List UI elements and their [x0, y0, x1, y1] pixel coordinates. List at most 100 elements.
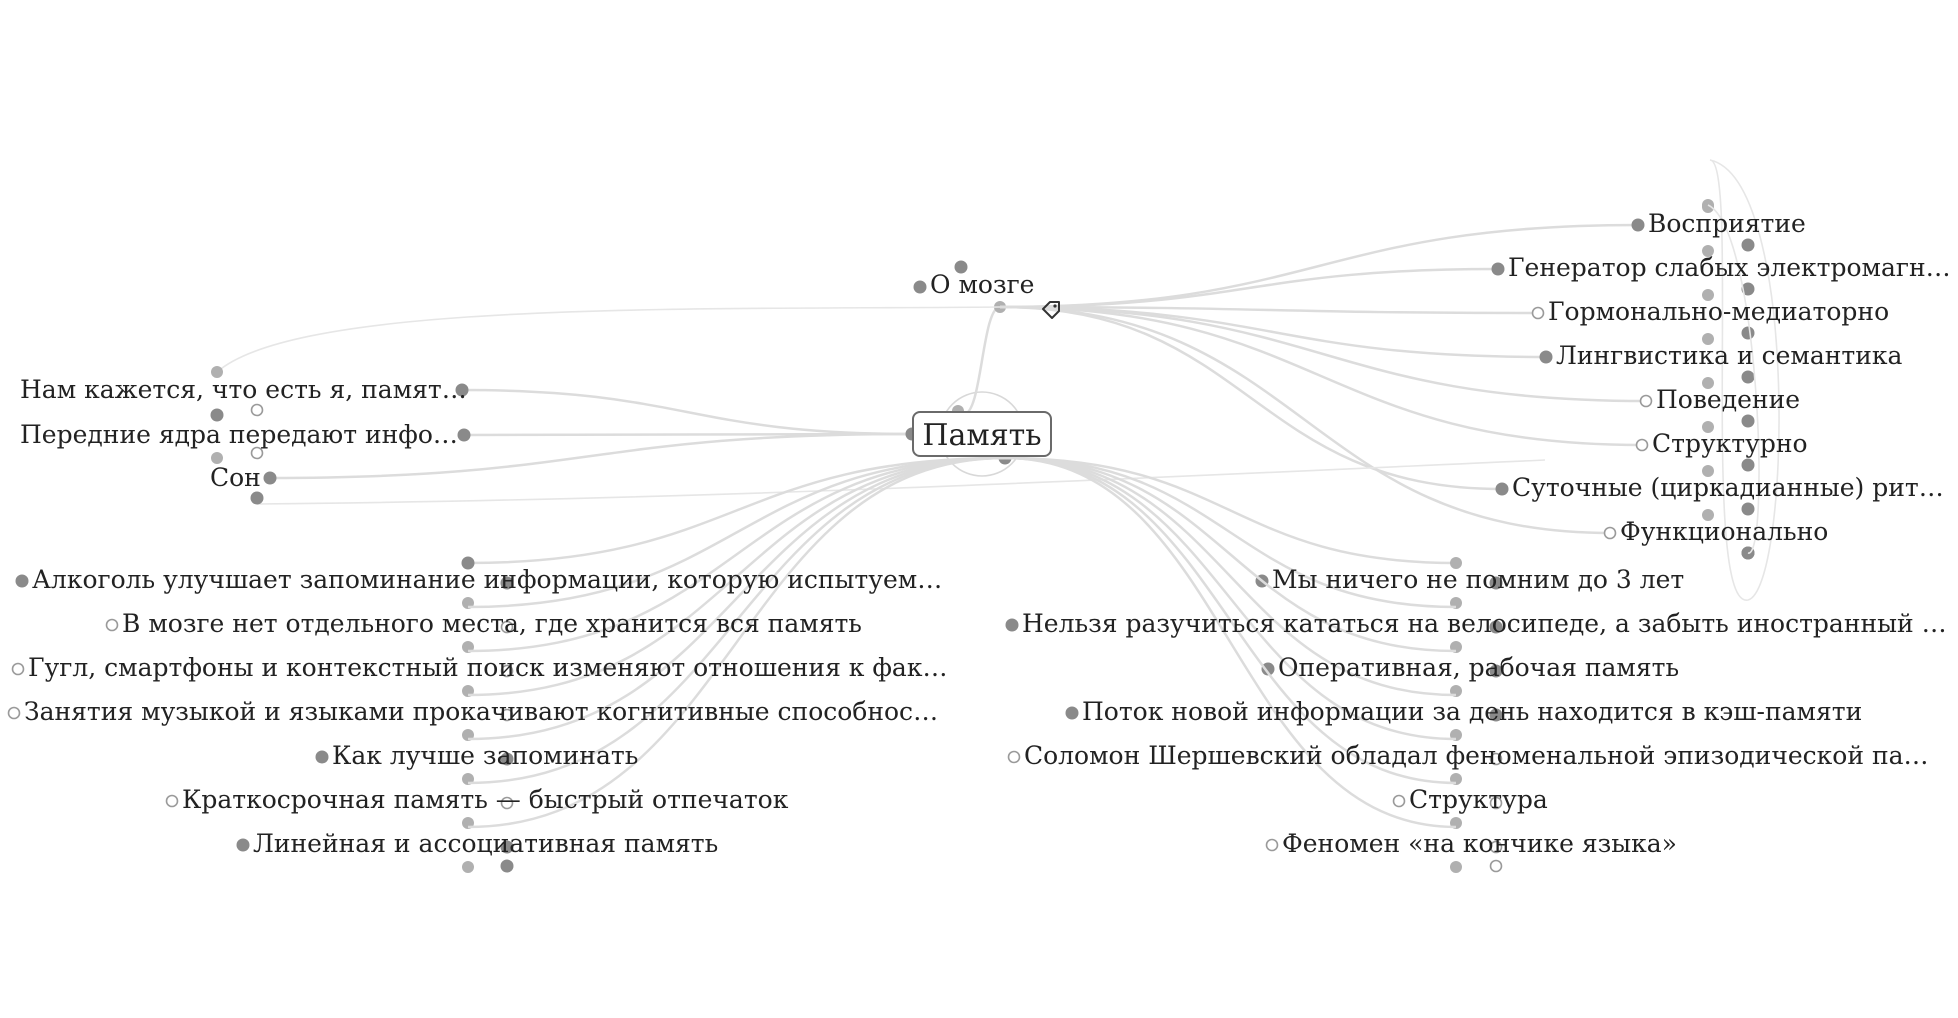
- br-dot-b-4: [1489, 752, 1503, 766]
- bl-marker-6: [236, 838, 250, 852]
- bl-marker-3: [7, 706, 21, 720]
- right-marker-7: [1603, 526, 1617, 540]
- edge-root-to-br-2: [1004, 456, 1457, 653]
- edge-root-to-br-1: [1004, 456, 1457, 609]
- bl-node-1[interactable]: В мозге нет отдельного места, где хранит…: [122, 609, 862, 638]
- edge-o-mozge-to-right-2: [999, 305, 1539, 315]
- right-marker-4: [1639, 394, 1653, 408]
- right-side-dot-4: [1741, 414, 1755, 428]
- right-marker-5: [1635, 438, 1649, 452]
- right-top-dot-7: [1702, 509, 1714, 521]
- br-marker-6: [1265, 838, 1279, 852]
- right-node-2[interactable]: Гормонально-медиаторно: [1548, 297, 1890, 326]
- edge-o-mozge-to-left: [216, 306, 1001, 373]
- o-mozge-top-dot: [954, 260, 968, 274]
- br-node-5[interactable]: Структура: [1409, 785, 1548, 814]
- bl-last-dot: [500, 859, 514, 873]
- right-node-3[interactable]: Лингвистика и семантика: [1556, 341, 1903, 370]
- br-marker-2: [1261, 662, 1275, 676]
- left-marker-0: [455, 383, 469, 397]
- bl-dot-b-4: [500, 752, 514, 766]
- left-ring-2: [250, 446, 264, 460]
- br-node-6[interactable]: Феномен «на кончике языка»: [1282, 829, 1677, 858]
- br-dot-b-1: [1489, 620, 1503, 634]
- left-dot-4: [250, 491, 264, 505]
- br-marker-4: [1007, 750, 1021, 764]
- right-side-dot-5: [1741, 458, 1755, 472]
- br-dot-b-0: [1489, 576, 1503, 590]
- right-side-dot-3: [1741, 370, 1755, 384]
- bl-node-6[interactable]: Линейная и ассоциативная память: [253, 829, 719, 858]
- bl-marker-4: [315, 750, 329, 764]
- right-side-dot-6: [1741, 502, 1755, 516]
- right-node-4[interactable]: Поведение: [1656, 385, 1801, 414]
- bl-marker-0: [15, 574, 29, 588]
- right-top-dot-2: [1702, 289, 1714, 301]
- bl-node-3[interactable]: Занятия музыкой и языками прокачивают ко…: [24, 697, 939, 726]
- br-node-2[interactable]: Оперативная, рабочая память: [1278, 653, 1680, 682]
- br-marker-1: [1005, 618, 1019, 632]
- right-top-dot-3: [1702, 333, 1714, 345]
- right-marker-6: [1495, 482, 1509, 496]
- edge-root-to-bl-2: [467, 456, 1006, 653]
- right-node-1[interactable]: Генератор слабых электромагн…: [1508, 253, 1951, 282]
- bl-node-2[interactable]: Гугл, смартфоны и контекстный поиск изме…: [28, 653, 948, 682]
- right-marker-0: [1631, 218, 1645, 232]
- bl-node-4[interactable]: Как лучше запоминать: [332, 741, 639, 770]
- br-dot-b-2: [1489, 664, 1503, 678]
- right-node-0[interactable]: Восприятие: [1648, 209, 1806, 238]
- edge-right-to-left-long: [256, 459, 1546, 505]
- br-dot-b-5: [1489, 796, 1503, 810]
- br-node-0[interactable]: Мы ничего не помним до 3 лет: [1272, 565, 1685, 594]
- edge-o-mozge-to-right-5: [999, 305, 1643, 447]
- br-node-4[interactable]: Соломон Шершевский обладал феноменальной…: [1024, 741, 1929, 770]
- bl-node-5[interactable]: Краткосрочная память — быстрый отпечаток: [182, 785, 789, 814]
- left-marker-2: [263, 471, 277, 485]
- edge-root-to-bl-5: [467, 456, 1006, 785]
- edge-o-mozge-to-right-1: [999, 267, 1499, 309]
- right-node-6[interactable]: Суточные (циркадианные) рит…: [1512, 473, 1944, 502]
- left-node-0[interactable]: Нам кажется, что есть я, памят…: [20, 375, 467, 404]
- right-top-dot-1: [1702, 245, 1714, 257]
- edge-o-mozge-to-right-6: [999, 305, 1503, 491]
- bl-dot-b-6: [500, 840, 514, 854]
- left-dot-3: [211, 452, 223, 464]
- br-first-top-dot: [1450, 557, 1462, 569]
- edge-o-mozge-to-right-7: [999, 305, 1611, 535]
- bl-marker-1: [105, 618, 119, 632]
- edge-root-to-bl-3: [467, 456, 1006, 697]
- br-last-dot: [1489, 859, 1503, 873]
- right-marker-3: [1539, 350, 1553, 364]
- bl-first-top-dot: [461, 556, 475, 570]
- edge-root-to-left-0: [461, 388, 913, 436]
- node-o-mozge[interactable]: О мозге: [930, 270, 1035, 299]
- right-side-dot-0: [1741, 238, 1755, 252]
- right-loop-edge: [1709, 159, 1780, 601]
- right-marker-1: [1491, 262, 1505, 276]
- left-node-1[interactable]: Передние ядра передают инфо…: [20, 420, 458, 449]
- edge-root-to-br-5: [1004, 456, 1457, 785]
- right-loop-edge-2: [1707, 204, 1760, 554]
- br-dot-a-6: [1450, 861, 1462, 873]
- edge-root-to-bl-6: [467, 456, 1006, 829]
- right-side-dot-2: [1741, 326, 1755, 340]
- bl-marker-2: [11, 662, 25, 676]
- left-node-2[interactable]: Сон: [210, 463, 261, 492]
- edge-root-to-bl-0: [467, 456, 1006, 565]
- right-node-5[interactable]: Структурно: [1652, 429, 1808, 458]
- right-node-7[interactable]: Функционально: [1620, 517, 1829, 546]
- br-dot-b-3: [1489, 708, 1503, 722]
- edge-root-to-o-mozge: [963, 305, 1001, 416]
- tag-icon[interactable]: [1040, 300, 1062, 322]
- left-top-dot: [211, 366, 223, 378]
- bl-dot-b-3: [500, 708, 514, 722]
- right-marker-2: [1531, 306, 1545, 320]
- br-node-1[interactable]: Нельзя разучиться кататься на велосипеде…: [1022, 609, 1947, 638]
- root-node[interactable]: Память: [912, 411, 1052, 457]
- br-node-3[interactable]: Поток новой информации за день находится…: [1082, 697, 1863, 726]
- edge-root-to-left-2: [269, 432, 913, 480]
- bl-node-0[interactable]: Алкоголь улучшает запоминание информации…: [32, 565, 943, 594]
- edge-root-to-br-0: [1004, 456, 1457, 565]
